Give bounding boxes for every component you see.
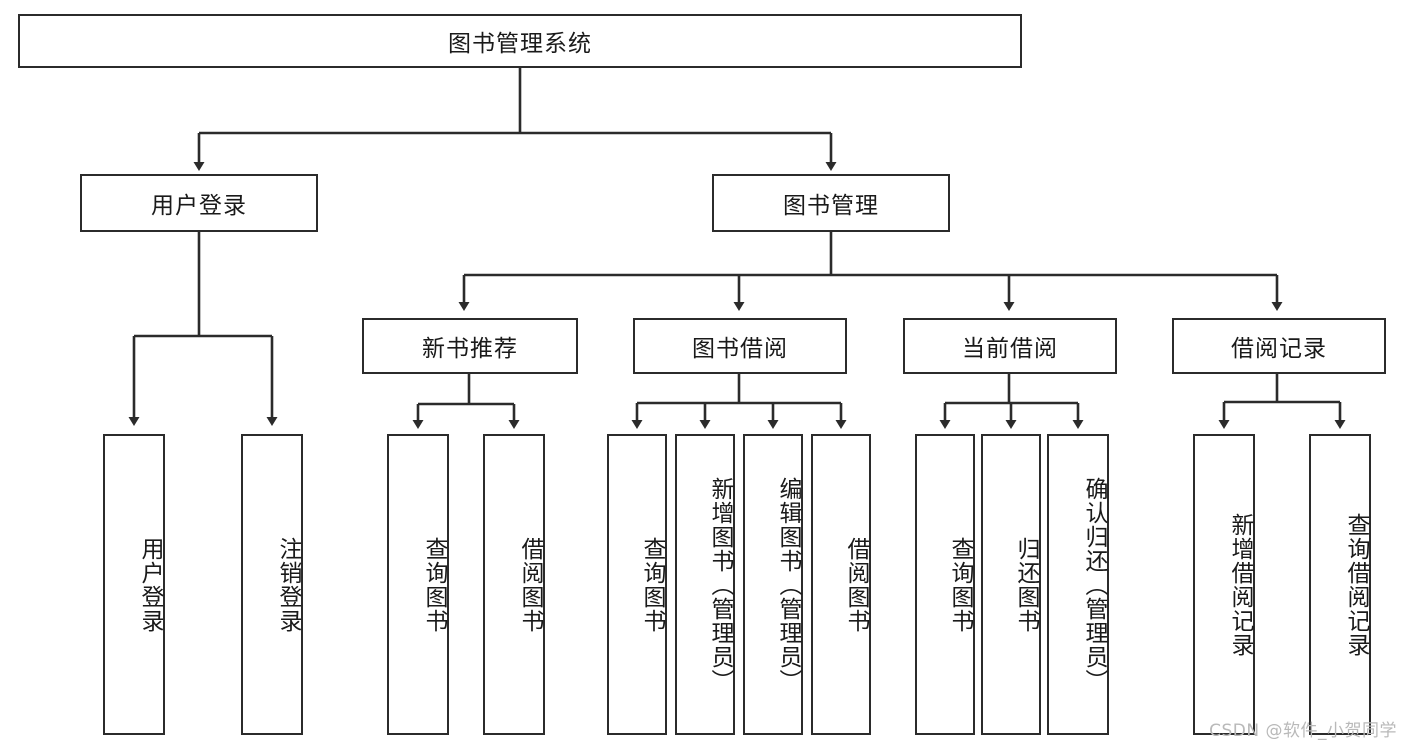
node-book-borrow[interactable]: 图书借阅 <box>633 318 847 374</box>
node-label: 注销登录 <box>275 536 301 633</box>
node-label: 新增借阅记录 <box>1227 512 1253 657</box>
node-label: 确认归还（管理员） <box>1081 476 1107 693</box>
leaf-borrow-book[interactable]: 借阅图书 <box>811 434 871 735</box>
leaf-query-borrow-record[interactable]: 查询借阅记录 <box>1309 434 1371 735</box>
node-label: 查询借阅记录 <box>1343 512 1369 657</box>
node-label: 查询图书 <box>639 536 665 633</box>
node-label: 新增图书（管理员） <box>707 476 733 693</box>
node-label: 图书借阅 <box>692 336 788 362</box>
leaf-return-book[interactable]: 归还图书 <box>981 434 1041 735</box>
node-label: 图书管理 <box>783 193 879 219</box>
node-current-borrow[interactable]: 当前借阅 <box>903 318 1117 374</box>
node-label: 新书推荐 <box>422 336 518 362</box>
node-label: 编辑图书（管理员） <box>775 476 801 693</box>
leaf-confirm-return[interactable]: 确认归还（管理员） <box>1047 434 1109 735</box>
node-label: 归还图书 <box>1013 536 1039 633</box>
node-label: 借阅图书 <box>843 536 869 633</box>
node-new-book-recommend[interactable]: 新书推荐 <box>362 318 578 374</box>
leaf-query-book-borrow[interactable]: 查询图书 <box>607 434 667 735</box>
node-book-management[interactable]: 图书管理 <box>712 174 950 232</box>
node-user-login[interactable]: 用户登录 <box>80 174 318 232</box>
csdn-watermark: CSDN @软件_小贺同学 <box>1209 721 1397 741</box>
leaf-query-book-current[interactable]: 查询图书 <box>915 434 975 735</box>
node-root-system[interactable]: 图书管理系统 <box>18 14 1022 68</box>
leaf-borrow-book-recommend[interactable]: 借阅图书 <box>483 434 545 735</box>
leaf-query-book-recommend[interactable]: 查询图书 <box>387 434 449 735</box>
node-label: 当前借阅 <box>962 336 1058 362</box>
leaf-user-login[interactable]: 用户登录 <box>103 434 165 735</box>
leaf-edit-book[interactable]: 编辑图书（管理员） <box>743 434 803 735</box>
node-borrow-record[interactable]: 借阅记录 <box>1172 318 1386 374</box>
leaf-add-borrow-record[interactable]: 新增借阅记录 <box>1193 434 1255 735</box>
node-label: 查询图书 <box>947 536 973 633</box>
node-label: 用户登录 <box>151 193 247 219</box>
leaf-add-book[interactable]: 新增图书（管理员） <box>675 434 735 735</box>
node-label: 查询图书 <box>421 536 447 633</box>
node-label: 用户登录 <box>137 536 163 633</box>
leaf-logout[interactable]: 注销登录 <box>241 434 303 735</box>
node-label: 借阅记录 <box>1231 336 1327 362</box>
node-label: 图书管理系统 <box>448 31 592 57</box>
node-label: 借阅图书 <box>517 536 543 633</box>
